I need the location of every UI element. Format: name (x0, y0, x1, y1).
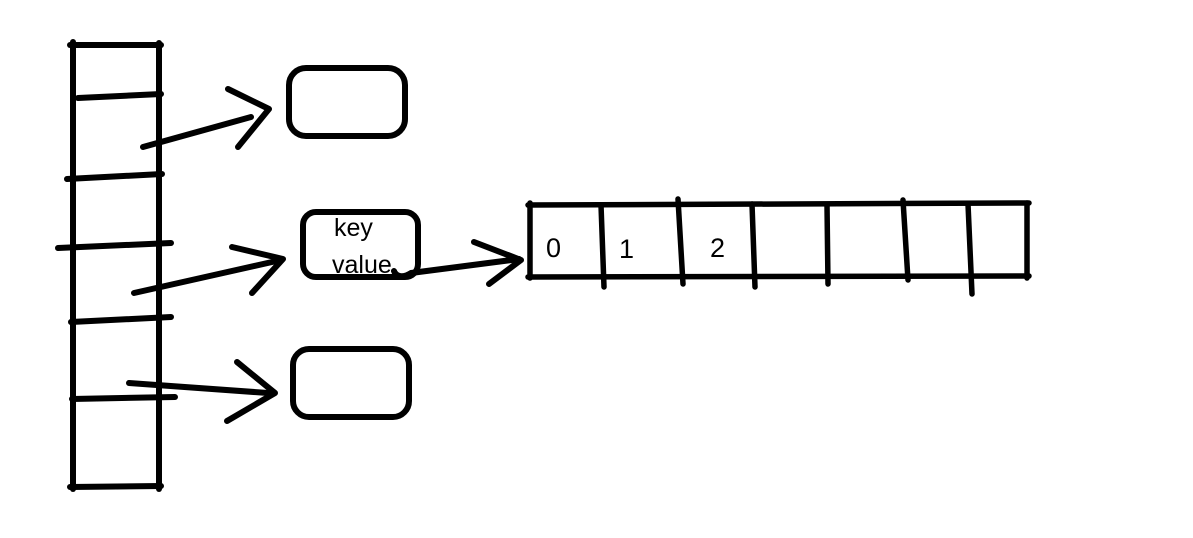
entry-box-empty-top (286, 65, 408, 139)
arrow-bucket-to-bottom-entry (126, 359, 278, 424)
arrow-head (229, 244, 286, 296)
value-array-top-edge (525, 200, 1032, 208)
array-index-0: 0 (546, 233, 561, 263)
array-divider-2 (675, 196, 686, 287)
bucket-divider-3 (55, 240, 174, 251)
value-label: value (332, 251, 392, 279)
array-divider-3 (749, 201, 758, 290)
bucket-divider-1 (75, 91, 164, 101)
arrow-value-to-array (391, 239, 524, 287)
arrow-head (224, 359, 278, 424)
array-divider-4 (824, 202, 831, 287)
array-divider-1 (598, 202, 607, 290)
bucket-divider-4 (68, 314, 174, 325)
key-label: key (334, 214, 373, 242)
arrow-head (471, 239, 524, 287)
bucket-divider-2 (64, 171, 165, 182)
arrow-bucket-to-top-entry (140, 86, 272, 150)
arrow-head (225, 86, 272, 150)
entry-box-empty-bottom (290, 346, 412, 420)
array-divider-5 (900, 197, 911, 283)
arrow-bucket-to-key-value-entry (131, 244, 286, 296)
array-index-1: 1 (619, 234, 634, 264)
bucket-divider-5 (69, 394, 178, 402)
arrow-shaft (391, 256, 522, 280)
array-index-2: 2 (710, 233, 725, 263)
arrow-shaft (126, 380, 271, 396)
arrow-shaft (131, 257, 284, 296)
arrow-shaft (140, 114, 254, 150)
bucket-array (55, 39, 178, 492)
bucket-array-bottom-edge (67, 483, 164, 490)
key-value-entry-outline (300, 209, 421, 280)
value-array: 0 1 2 (525, 196, 1032, 297)
array-divider-6 (965, 201, 975, 297)
key-value-entry-box: key value (300, 209, 421, 280)
value-array-bottom-edge (525, 273, 1032, 280)
